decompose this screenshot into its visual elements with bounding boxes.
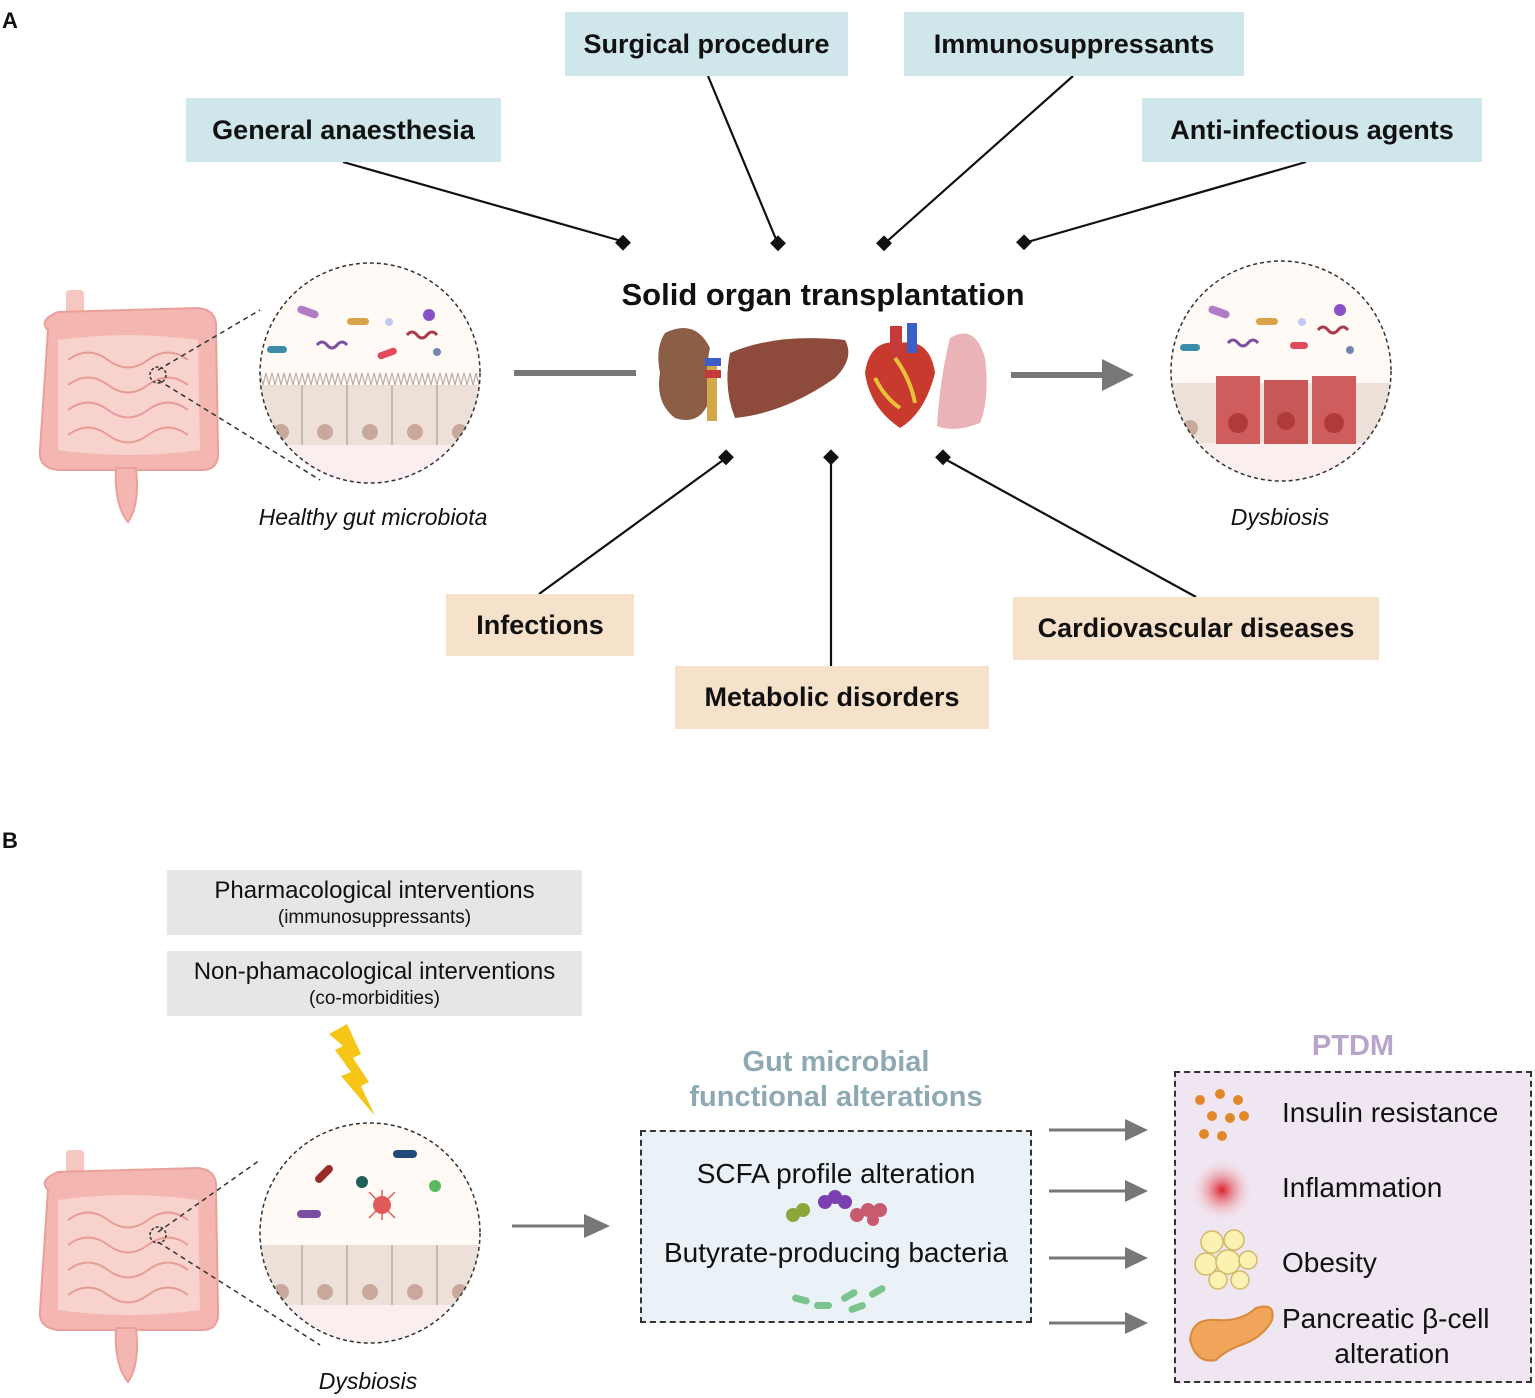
intestine-icon: [38, 290, 220, 524]
panel-a-label: A: [2, 8, 18, 33]
organs-icon: [658, 323, 987, 429]
panel-b-label: B: [2, 828, 18, 853]
butyrate-bacteria-label: Butyrate-producing bacteria: [664, 1237, 1008, 1268]
pharmacological-sub: (immunosuppressants): [277, 906, 472, 928]
ptdm-heading: PTDM: [1311, 1030, 1395, 1062]
factor-anti-infectious-agents: Anti-infectious agents: [1142, 98, 1482, 162]
dysbiosis-circle-b: [259, 1122, 481, 1344]
connector-infections: [538, 457, 727, 595]
pancreatic-label-line1: Pancreatic β-cell: [1282, 1303, 1490, 1334]
insulin-resistance-label: Insulin resistance: [1282, 1097, 1499, 1128]
zoom-lines-b: [157, 1159, 321, 1346]
zoom-lines-a: [157, 309, 321, 481]
factor-general-anaesthesia: General anaesthesia: [186, 98, 501, 162]
alterations-heading-line2: functional alterations: [689, 1081, 983, 1113]
obesity-label: Obesity: [1282, 1247, 1377, 1278]
dysbiosis-caption-a: Dysbiosis: [1230, 504, 1330, 530]
solid-organ-transplantation-title: Solid organ transplantation: [621, 277, 1025, 312]
dysbiosis-caption-b: Dysbiosis: [318, 1368, 418, 1394]
connector-immunosuppressants: [883, 75, 1074, 245]
connector-general-anaesthesia: [342, 160, 626, 244]
pharmacological-label: Pharmacological interventions: [214, 876, 535, 904]
bacteria-rods-icon: [792, 1285, 886, 1313]
alterations-box: [640, 1130, 1032, 1323]
insulin-dots-icon: [1195, 1089, 1249, 1141]
lightning-bolt-icon: [329, 1024, 375, 1116]
connector-surgical-procedure: [706, 75, 780, 245]
alterations-heading: Gut microbial functional alterations: [640, 1045, 1032, 1115]
healthy-gut-circle: [259, 262, 481, 484]
factor-infections: Infections: [446, 594, 634, 656]
alterations-heading-line1: Gut microbial: [742, 1046, 930, 1078]
adipocytes-icon: [1194, 1229, 1258, 1290]
factor-surgical-procedure: Surgical procedure: [565, 12, 848, 76]
pancreas-icon: [1188, 1305, 1274, 1362]
scfa-molecules-icon: [786, 1190, 887, 1226]
inflammation-label: Inflammation: [1282, 1172, 1443, 1203]
factor-metabolic-disorders: Metabolic disorders: [675, 666, 989, 729]
non-pharmacological-label: Non-phamacological interventions: [193, 957, 556, 985]
scfa-alteration-label: SCFA profile alteration: [696, 1158, 976, 1189]
connector-cardiovascular: [942, 457, 1197, 598]
pancreatic-label-line2: alteration: [1334, 1338, 1450, 1369]
non-pharmacological-sub: (co-morbidities): [309, 987, 440, 1009]
factor-immunosuppressants: Immunosuppressants: [904, 12, 1244, 76]
factor-cardiovascular-diseases: Cardiovascular diseases: [1013, 597, 1379, 660]
connector-anti-infectious: [1023, 160, 1307, 245]
healthy-gut-caption: Healthy gut microbiota: [258, 504, 488, 530]
non-pharmacological-interventions-box: Non-phamacological interventions (co-mor…: [167, 951, 582, 1016]
dysbiosis-circle-a: [1170, 260, 1392, 482]
inflammation-icon: [1190, 1158, 1254, 1222]
pharmacological-interventions-box: Pharmacological interventions (immunosup…: [167, 870, 582, 935]
intestine-icon-b: [38, 1150, 220, 1384]
